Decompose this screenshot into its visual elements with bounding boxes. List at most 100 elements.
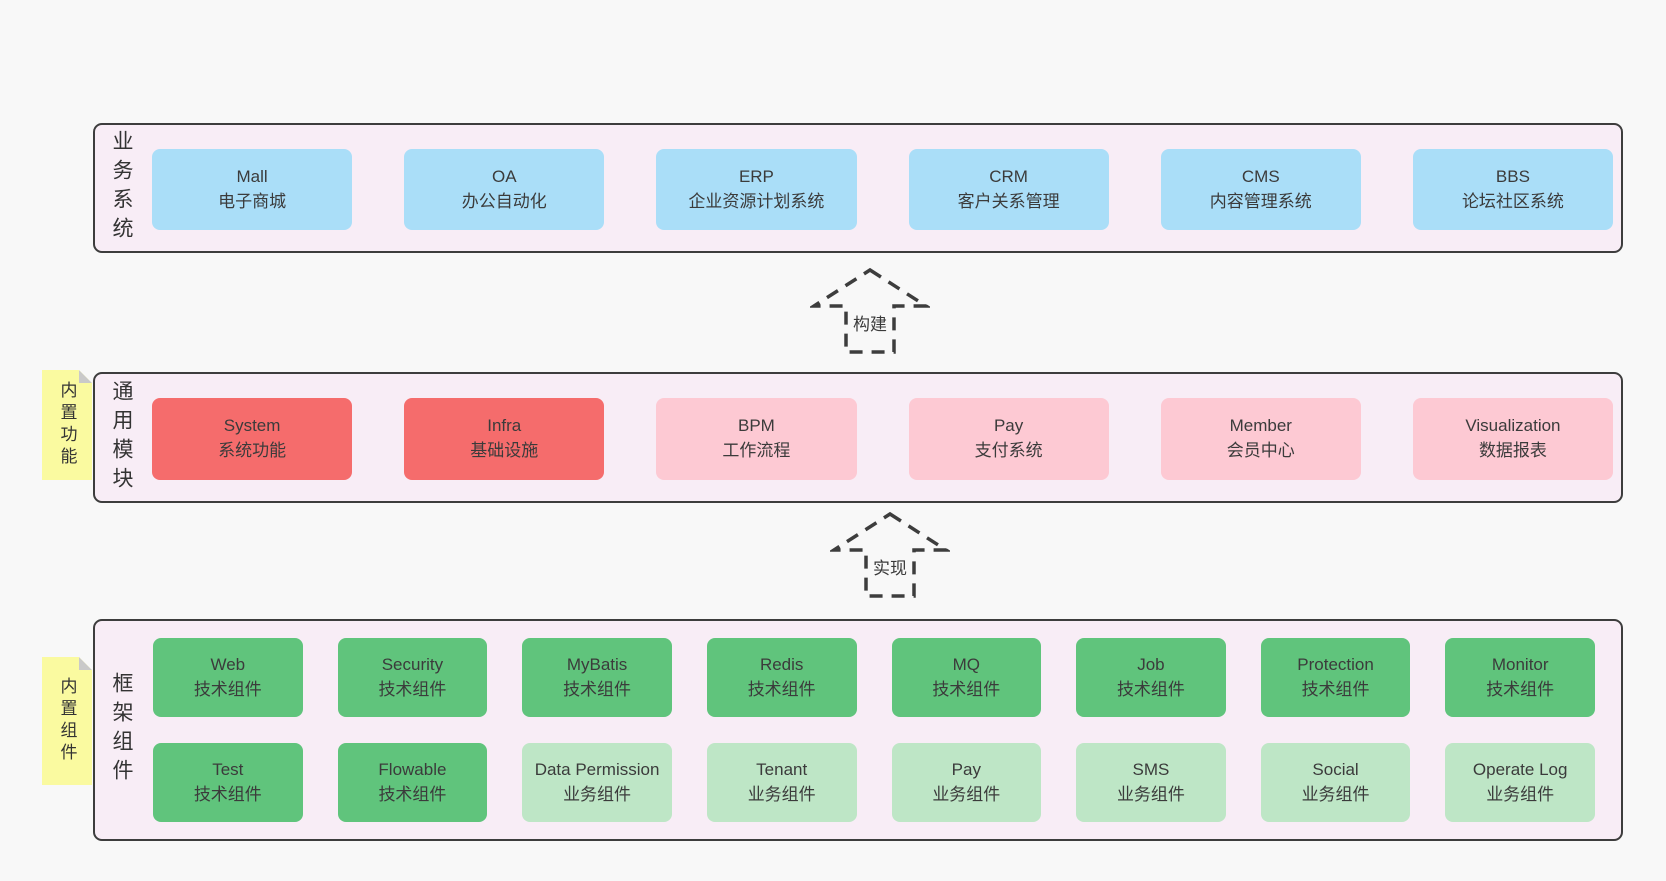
node-title: Web (210, 654, 246, 674)
node-subtitle: 技术组件 (378, 784, 447, 804)
node-title: BBS (1495, 166, 1530, 186)
node-subtitle: 技术组件 (747, 679, 816, 699)
node-title: Redis (759, 654, 804, 674)
node-title: Operate Log (1472, 759, 1568, 779)
arrow-label: 实现 (871, 554, 909, 579)
node-title: Protection (1297, 654, 1374, 674)
node-title: Pay (993, 416, 1024, 436)
node-mall: Mall 电子商城 (152, 149, 353, 230)
arrow-label: 构建 (851, 310, 889, 335)
node-mybatis: MyBatis 技术组件 (522, 638, 672, 717)
node-subtitle: 客户关系管理 (957, 191, 1060, 211)
node-subtitle: 业务组件 (1116, 784, 1185, 804)
node-test: Test 技术组件 (153, 743, 303, 822)
node-subtitle: 技术组件 (1116, 679, 1185, 699)
node-redis: Redis 技术组件 (706, 638, 857, 717)
layer-label: 业务系统 (110, 130, 133, 246)
node-pay-component: Pay 业务组件 (891, 743, 1042, 822)
node-subtitle: 工作流程 (722, 441, 791, 460)
node-title: MyBatis (566, 654, 628, 674)
node-infra: Infra 基础设施 (404, 398, 605, 480)
dashed-up-arrow-icon (808, 267, 932, 354)
node-title: CRM (989, 166, 1028, 186)
layer-common-modules: 通用模块 System 系统功能 Infra 基础设施 BPM 工作流程 Pay… (93, 372, 1623, 503)
node-subtitle: 业务组件 (1486, 784, 1555, 804)
node-tenant: Tenant 业务组件 (706, 743, 857, 822)
node-member: Member 会员中心 (1160, 398, 1361, 480)
node-title: Pay (951, 759, 981, 779)
node-visualization: Visualization 数据报表 (1412, 398, 1614, 480)
node-social: Social 业务组件 (1260, 743, 1411, 822)
node-title: Infra (487, 416, 522, 436)
node-title: BPM (738, 416, 775, 436)
node-subtitle: 企业资源计划系统 (688, 191, 825, 211)
node-subtitle: 技术组件 (932, 679, 1001, 699)
node-pay-system: Pay 支付系统 (908, 398, 1109, 480)
node-subtitle: 内容管理系统 (1209, 191, 1312, 211)
node-web: Web 技术组件 (153, 638, 303, 717)
node-subtitle: 业务组件 (563, 784, 632, 804)
node-security: Security 技术组件 (337, 638, 488, 717)
implement-arrow: 实现 (828, 510, 952, 598)
node-title: Member (1229, 416, 1292, 436)
node-erp: ERP 企业资源计划系统 (656, 149, 857, 230)
note-fold-corner-icon (79, 370, 92, 383)
node-subtitle: 业务组件 (1301, 784, 1370, 804)
note-text: 内置功能 (57, 381, 77, 469)
node-title: Tenant (756, 759, 808, 779)
node-subtitle: 业务组件 (747, 784, 816, 804)
node-subtitle: 论坛社区系统 (1461, 191, 1564, 211)
node-data-permission: Data Permission 业务组件 (522, 743, 672, 822)
layer-business-systems: 业务系统 Mall 电子商城 OA 办公自动化 ERP 企业资源计划系统 CRM… (93, 123, 1623, 253)
node-operate-log: Operate Log 业务组件 (1445, 743, 1595, 822)
node-cms: CMS 内容管理系统 (1160, 149, 1361, 230)
business-box-row: Mall 电子商城 OA 办公自动化 ERP 企业资源计划系统 CRM 客户关系… (152, 149, 1614, 230)
note-text: 内置组件 (57, 677, 77, 765)
node-subtitle: 技术组件 (378, 679, 447, 699)
node-subtitle: 会员中心 (1226, 441, 1295, 460)
node-title: Visualization (1465, 416, 1561, 436)
node-subtitle: 数据报表 (1478, 441, 1547, 460)
node-title: Test (212, 759, 244, 779)
sticky-note-builtin-components: 内置组件 (42, 657, 92, 785)
node-subtitle: 系统功能 (218, 441, 287, 460)
node-subtitle: 电子商城 (218, 191, 287, 211)
node-title: Flowable (378, 759, 447, 779)
node-mq: MQ 技术组件 (891, 638, 1042, 717)
layer-label: 框架组件 (110, 672, 133, 788)
node-title: Social (1312, 759, 1359, 779)
node-title: Security (381, 654, 444, 674)
node-title: ERP (738, 166, 774, 186)
node-title: Monitor (1491, 654, 1549, 674)
node-oa: OA 办公自动化 (404, 149, 605, 230)
node-title: Data Permission (534, 759, 660, 779)
node-subtitle: 技术组件 (1486, 679, 1555, 699)
node-monitor: Monitor 技术组件 (1445, 638, 1595, 717)
layer-framework-components: 框架组件 Web 技术组件 Security 技术组件 MyBatis 技术组件… (93, 619, 1623, 841)
node-title: MQ (952, 654, 980, 674)
node-subtitle: 技术组件 (1301, 679, 1370, 699)
node-title: SMS (1132, 759, 1170, 779)
node-subtitle: 技术组件 (193, 679, 262, 699)
layer-label: 通用模块 (110, 379, 133, 496)
node-subtitle: 支付系统 (974, 441, 1043, 460)
node-subtitle: 技术组件 (563, 679, 632, 699)
node-crm: CRM 客户关系管理 (908, 149, 1109, 230)
modules-box-row: System 系统功能 Infra 基础设施 BPM 工作流程 Pay 支付系统… (152, 398, 1614, 480)
node-subtitle: 业务组件 (932, 784, 1001, 804)
node-title: CMS (1241, 166, 1280, 186)
node-subtitle: 基础设施 (470, 441, 539, 460)
node-subtitle: 办公自动化 (461, 191, 547, 211)
node-title: System (223, 416, 281, 436)
node-subtitle: 技术组件 (193, 784, 262, 804)
node-flowable: Flowable 技术组件 (337, 743, 488, 822)
note-fold-corner-icon (79, 657, 92, 670)
node-protection: Protection 技术组件 (1260, 638, 1411, 717)
node-title: Job (1137, 654, 1165, 674)
sticky-note-builtin-features: 内置功能 (42, 370, 92, 480)
node-sms: SMS 业务组件 (1076, 743, 1226, 822)
framework-box-grid: Web 技术组件 Security 技术组件 MyBatis 技术组件 Redi… (153, 638, 1595, 822)
build-arrow: 构建 (808, 266, 932, 354)
node-system: System 系统功能 (152, 398, 353, 480)
